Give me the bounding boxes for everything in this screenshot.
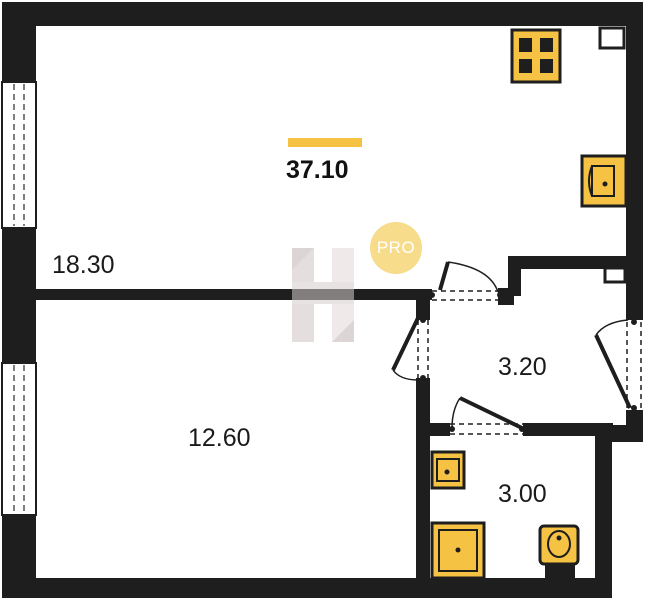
bathroom-area: 3.00 [498, 480, 547, 508]
wall-niches [598, 26, 627, 284]
hallway-area: 3.20 [498, 353, 547, 381]
window-upper [1, 81, 37, 229]
window-lower [1, 362, 37, 516]
room-large-area: 18.30 [52, 251, 115, 279]
bathroom-sink-icon [430, 450, 466, 490]
total-area-accent-bar [288, 138, 362, 147]
door-room-small [391, 317, 429, 381]
shower-tray-icon [430, 521, 486, 580]
door-room-large [432, 261, 500, 301]
door-entrance [594, 319, 642, 409]
pro-badge: PRO [370, 222, 422, 274]
logo-watermark-icon [292, 248, 354, 342]
door-bathroom [450, 396, 523, 435]
total-area: 37.10 [286, 156, 349, 184]
room-small-area: 12.60 [188, 424, 251, 452]
door-jamb-marks [420, 292, 637, 432]
toilet-icon [538, 524, 580, 578]
kitchen-sink-icon [580, 154, 628, 208]
stove-icon [510, 28, 562, 84]
